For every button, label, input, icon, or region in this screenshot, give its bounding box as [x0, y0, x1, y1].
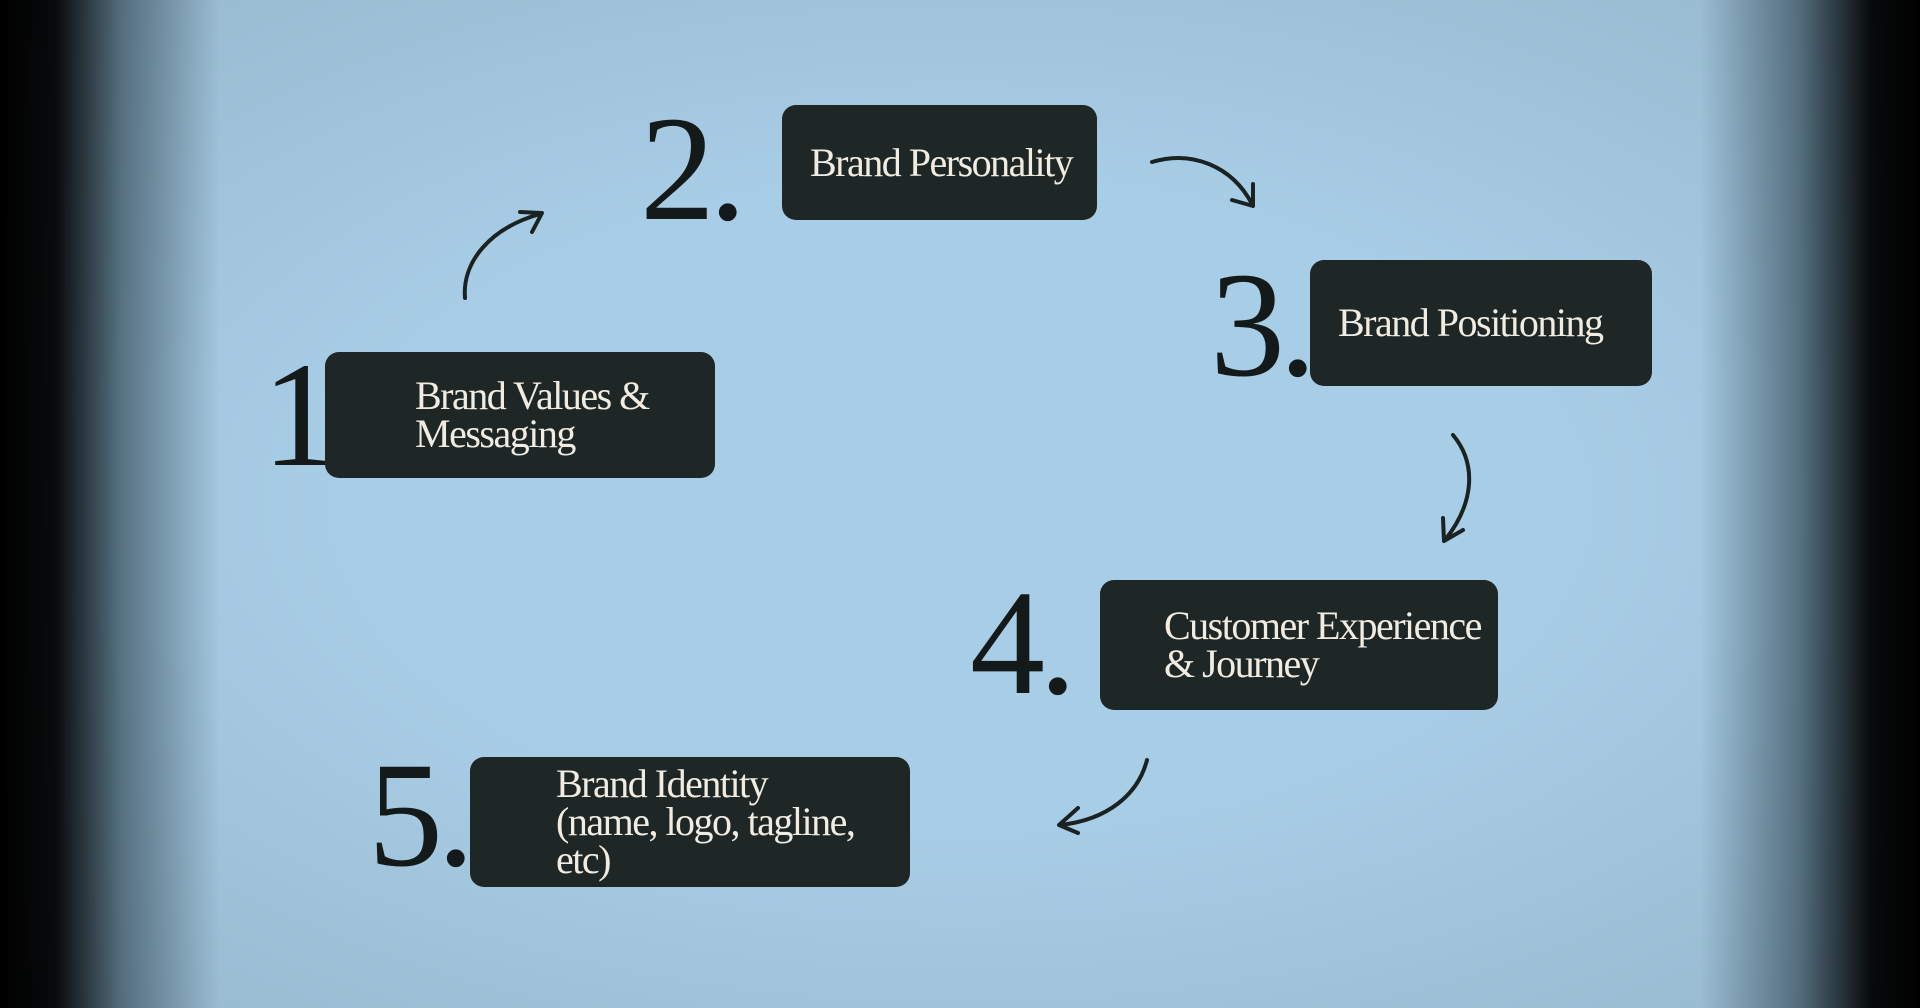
arrow-step3-to-step4-head: [1441, 516, 1465, 543]
arrow-step4-to-step5-head: [1057, 806, 1080, 835]
step-3-number: 3.: [1210, 242, 1316, 408]
step-2-box: Brand Personality: [782, 105, 1097, 220]
step-1-label: Brand Values & Messaging: [415, 373, 650, 456]
step-2-number: 2.: [640, 86, 746, 252]
step-4-number: 4.: [970, 560, 1076, 726]
arrow-step4-to-step5: [1058, 758, 1149, 827]
step-1-number: 1: [262, 332, 337, 498]
arrow-step1-to-step2: [462, 212, 542, 300]
step-4-label: Customer Experience & Journey: [1164, 603, 1482, 686]
arrow-step2-to-step3-head: [1230, 182, 1255, 208]
step-4-box: Customer Experience & Journey: [1100, 580, 1498, 710]
step-3-box: Brand Positioning: [1310, 260, 1652, 386]
step-2-label: Brand Personality: [810, 139, 1074, 185]
step-5-box: Brand Identity (name, logo, tagline, etc…: [470, 757, 910, 887]
step-5-number: 5.: [368, 732, 474, 898]
step-3-label: Brand Positioning: [1338, 300, 1604, 345]
arrow-step3-to-step4: [1443, 433, 1472, 542]
arrow-step2-to-step3: [1150, 156, 1254, 206]
step-5-label: Brand Identity (name, logo, tagline, etc…: [556, 761, 856, 882]
step-1-box: Brand Values & Messaging: [325, 352, 715, 478]
arrow-step1-to-step2-head: [518, 210, 544, 234]
